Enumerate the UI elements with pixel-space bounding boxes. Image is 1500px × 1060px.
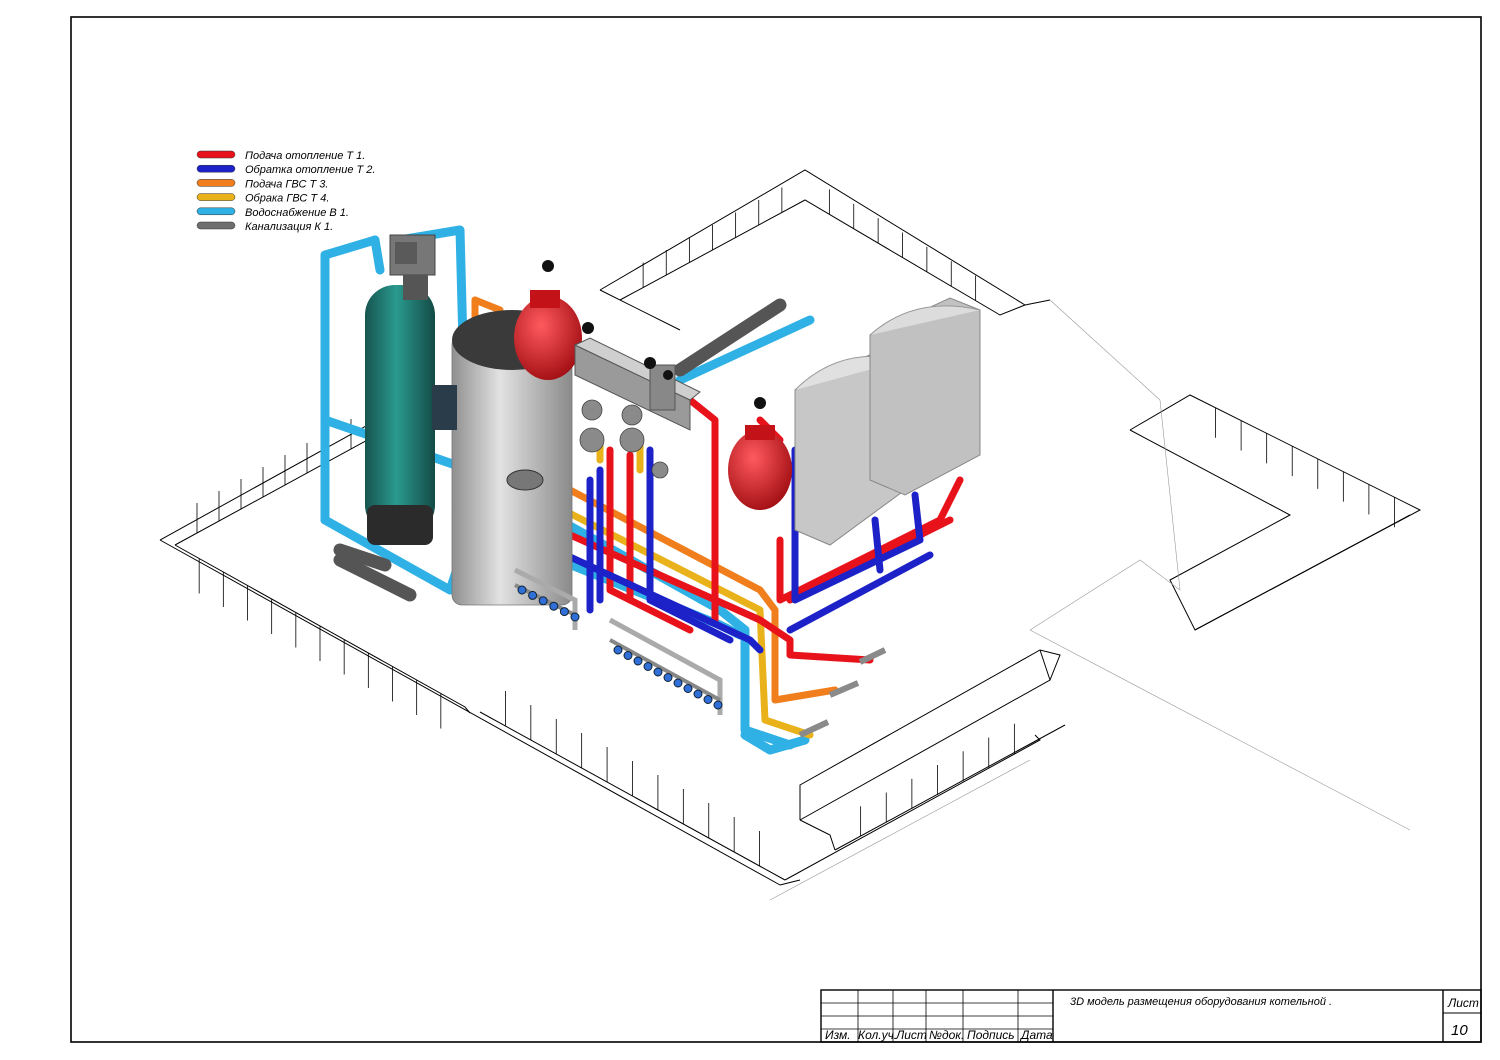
room-walls [159,169,1422,886]
legend-label: Обрака ГВС Т 4. [245,193,329,205]
legend-item: Обрака ГВС Т 4. [196,193,329,205]
pipe-sewer [333,298,787,602]
legend-label: Подача ГВС Т 3. [245,178,328,190]
legend-swatch [196,193,236,201]
legend-item: Водоснабжение В 1. [196,207,349,219]
legend-label: Подача отопление Т 1. [245,150,365,162]
pipe-legend: Подача отопление Т 1. Обратка отопление Т… [196,150,375,233]
collector-valve [538,596,548,606]
collector-valve [683,684,693,693]
sheet-label: Лист [1447,996,1479,1010]
expansion-vessel-1 [514,260,594,380]
tb-col-ndok: №док. [929,1028,964,1042]
collector-valve [673,678,683,688]
water-filter-tank [365,234,436,545]
legend-label: Водоснабжение В 1. [245,207,349,219]
collector-valve [559,607,569,617]
tb-col-izm: Изм. [825,1028,851,1042]
pump-group [579,399,669,479]
tb-col-data: Дата [1019,1028,1053,1042]
sheet-frame [70,16,1482,1043]
collector-valve [613,645,623,655]
legend-swatch [196,221,236,230]
guide-lines [769,299,1411,901]
hydraulic-manifold [573,337,701,431]
floor-collector-1 [513,567,580,630]
drawing-title: 3D модель размещения оборудования котель… [1070,996,1332,1008]
collector-valve [633,656,643,666]
pipe-heating-return [451,446,934,654]
expansion-vessel-2 [728,397,792,510]
mixing-valve [506,469,544,491]
legend-swatch [196,179,236,187]
tb-col-list: Лист [895,1028,927,1042]
collector-valve [549,601,559,611]
legend-item: Обратка отопление Т 2. [196,164,375,176]
tb-col-koluch: Кол.уч. [858,1028,897,1042]
wall-hatching [196,187,1395,866]
collector-valve [623,651,633,660]
collector-valve [693,689,703,699]
collector-valve [713,700,723,710]
boiler-2 [869,297,981,496]
pipe-network [320,225,964,755]
legend-label: Канализация К 1. [245,221,333,233]
legend-item: Подача отопление Т 1. [196,150,365,162]
collector-valve [643,662,653,671]
title-block: Изм. Кол.уч. Лист №док. Подпись Дата 3D … [820,989,1482,1043]
legend-swatch [196,164,236,173]
sheet-number: 10 [1451,1022,1468,1039]
legend-label: Обратка отопление Т 2. [245,164,375,176]
floor-collector-2 [608,617,723,715]
collector-valve [517,585,527,595]
legend-swatch [196,207,236,216]
collector-valve [653,667,663,677]
legend-item: Подача ГВС Т 3. [196,178,328,190]
collector-valve [528,590,538,600]
legend-item: Канализация К 1. [196,221,333,233]
tb-col-podpis: Подпись [967,1028,1015,1042]
outlet-manifolds [798,647,887,738]
collector-valve [663,673,673,682]
collector-valve [703,695,713,704]
legend-swatch [196,150,236,159]
collector-valve [570,612,580,622]
